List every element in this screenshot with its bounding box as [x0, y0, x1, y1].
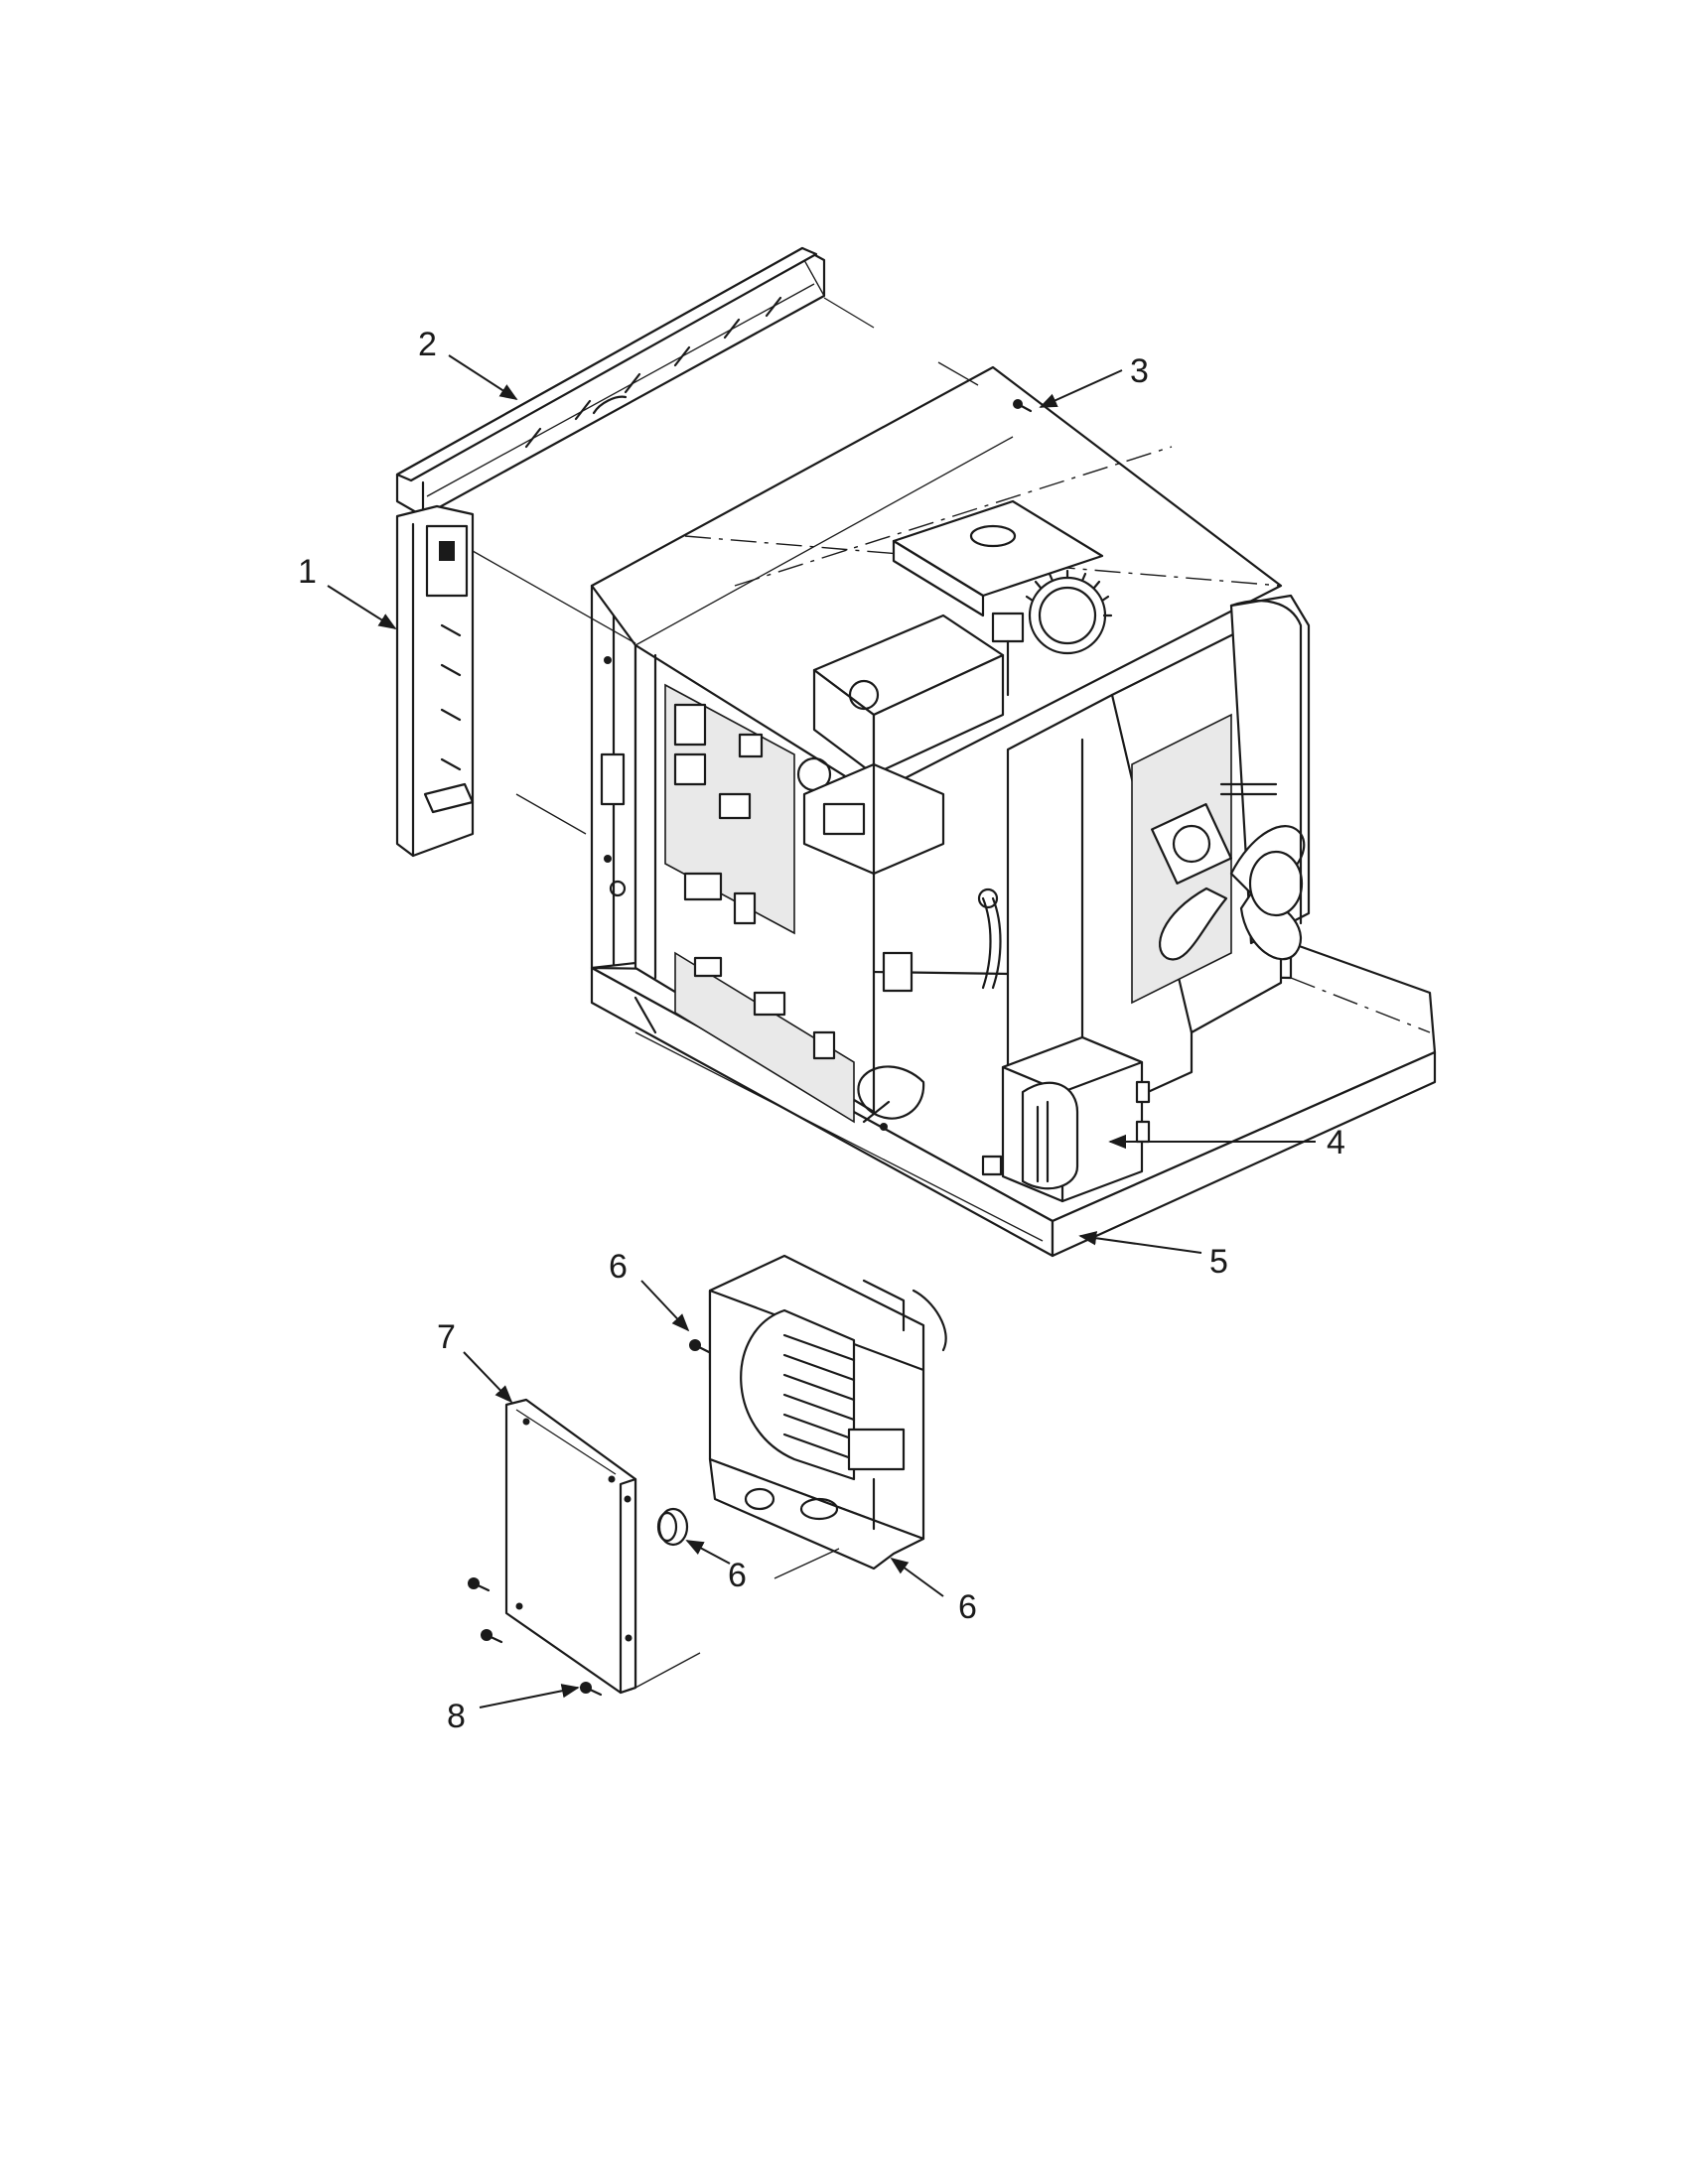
magnetron-box: [812, 614, 1005, 776]
callout-8: 8: [447, 1698, 466, 1735]
fan-shroud-assembly: [1006, 594, 1311, 1124]
screw-part-8-a: [468, 1577, 491, 1592]
screws: [468, 399, 1033, 1697]
callout-2: 2: [418, 326, 437, 363]
callout-5: 5: [1209, 1243, 1228, 1281]
screw-part-6-top: [689, 1339, 711, 1354]
top-connector: [991, 612, 1025, 697]
fan-motor: [1151, 782, 1278, 885]
screw-part-3: [1013, 399, 1033, 413]
top-cover: [590, 365, 1283, 796]
oven-chassis: [590, 365, 1437, 1258]
callout-6-plug: 6: [728, 1557, 747, 1594]
front-trim-frame: [395, 246, 826, 858]
callout-1: 1: [298, 553, 317, 591]
cover-plate: [504, 1398, 637, 1695]
callout-6-bracket: 6: [958, 1588, 977, 1626]
callout-labels: 1 2 3 4 5 6 6 6 7 8: [298, 326, 1345, 1735]
capacitor-bracket: [981, 1035, 1151, 1203]
callout-3: 3: [1130, 352, 1149, 390]
hole-plug: [656, 1507, 689, 1547]
fan-blade: [1158, 825, 1306, 961]
assembly-lines: [472, 297, 979, 1689]
screw-part-8-b: [481, 1629, 503, 1644]
leader-lines: [327, 354, 1316, 1708]
callout-6-top: 6: [609, 1248, 628, 1286]
control-board-bay: [633, 643, 1002, 1131]
stirrer-assembly: [892, 499, 1113, 655]
blower-assembly: [708, 1254, 947, 1570]
screw-part-8-c: [580, 1682, 603, 1697]
callout-4: 4: [1327, 1124, 1345, 1161]
callout-7: 7: [437, 1318, 456, 1356]
top-trim-piece: [395, 246, 826, 518]
hv-transformer: [802, 762, 945, 876]
left-side-panel: [590, 584, 637, 970]
side-trim-piece: [395, 504, 475, 858]
